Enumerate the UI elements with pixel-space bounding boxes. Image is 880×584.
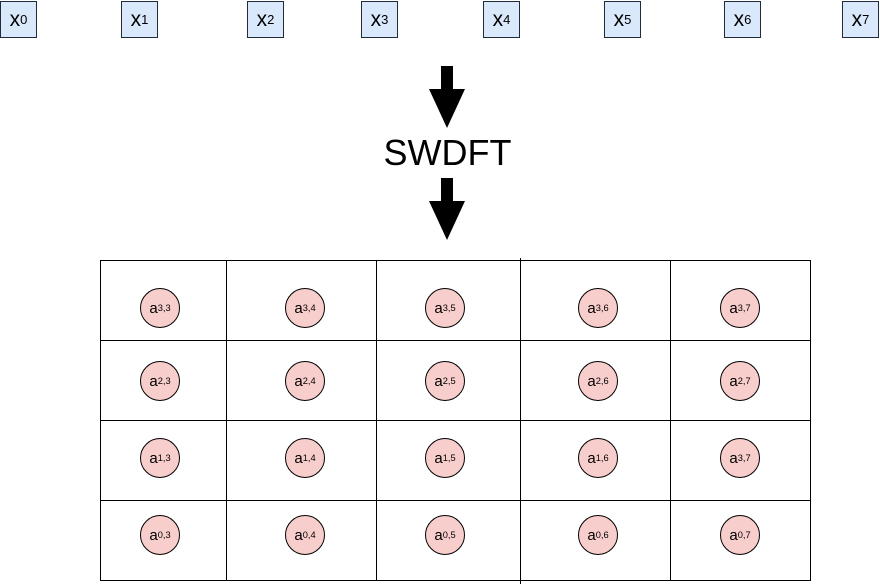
grid-line bbox=[810, 260, 811, 581]
label-base: a bbox=[294, 526, 303, 544]
label-subscript: 6 bbox=[744, 12, 752, 27]
label-subscript: 0,4 bbox=[302, 530, 316, 540]
label-subscript: 1,4 bbox=[302, 453, 316, 463]
label-base: a bbox=[149, 372, 158, 390]
label-base: a bbox=[434, 299, 443, 317]
label-subscript: 7 bbox=[862, 12, 870, 27]
label-base: a bbox=[149, 449, 158, 467]
grid-line bbox=[520, 258, 521, 584]
label-subscript: 3,7 bbox=[737, 453, 751, 463]
label-subscript: 1,3 bbox=[157, 453, 171, 463]
label-base: x bbox=[130, 7, 142, 31]
label-base: a bbox=[434, 526, 443, 544]
label-subscript: 3,4 bbox=[302, 303, 316, 313]
label-base: x bbox=[733, 7, 745, 31]
label-subscript: 2,3 bbox=[157, 376, 171, 386]
grid-line bbox=[100, 420, 811, 421]
swdft-label: SWDFT bbox=[383, 132, 512, 173]
label-subscript: 0,7 bbox=[737, 530, 751, 540]
label-base: a bbox=[729, 372, 738, 390]
label-subscript: 2,5 bbox=[442, 376, 456, 386]
label-base: a bbox=[149, 526, 158, 544]
label-subscript: 3,7 bbox=[737, 303, 751, 313]
label-base: a bbox=[294, 372, 303, 390]
label-subscript: 1,6 bbox=[595, 453, 609, 463]
label-subscript: 0 bbox=[20, 12, 28, 27]
label-subscript: 4 bbox=[503, 12, 511, 27]
label-subscript: 0,6 bbox=[595, 530, 609, 540]
grid-line bbox=[100, 500, 811, 501]
label-subscript: 2,7 bbox=[737, 376, 751, 386]
label-base: a bbox=[729, 299, 738, 317]
label-base: x bbox=[370, 7, 382, 31]
label-base: x bbox=[851, 7, 863, 31]
label-subscript: 3,6 bbox=[595, 303, 609, 313]
label-base: a bbox=[587, 299, 596, 317]
label-base: x bbox=[256, 7, 268, 31]
grid-line bbox=[100, 260, 811, 261]
grid-line bbox=[100, 340, 811, 341]
label-base: a bbox=[149, 299, 158, 317]
label-base: a bbox=[587, 449, 596, 467]
label-subscript: 2 bbox=[267, 12, 275, 27]
grid-line bbox=[376, 260, 377, 581]
grid-line bbox=[226, 260, 227, 581]
grid-line bbox=[100, 580, 811, 581]
label-subscript: 3,5 bbox=[442, 303, 456, 313]
label-base: a bbox=[434, 449, 443, 467]
arrow-down-icon bbox=[429, 66, 465, 128]
label-subscript: 2,4 bbox=[302, 376, 316, 386]
label-base: a bbox=[294, 299, 303, 317]
label-base: a bbox=[294, 449, 303, 467]
label-subscript: 0,5 bbox=[442, 530, 456, 540]
label-subscript: 1 bbox=[141, 12, 149, 27]
label-base: a bbox=[434, 372, 443, 390]
arrow-down-icon bbox=[429, 178, 465, 240]
label-subscript: 1,5 bbox=[442, 453, 456, 463]
grid-line bbox=[670, 260, 671, 581]
grid-line bbox=[100, 260, 101, 581]
label-subscript: 3,3 bbox=[157, 303, 171, 313]
label-base: a bbox=[587, 372, 596, 390]
label-subscript: 0,3 bbox=[157, 530, 171, 540]
label-base: a bbox=[729, 449, 738, 467]
label-base: x bbox=[492, 7, 504, 31]
label-base: a bbox=[729, 526, 738, 544]
label-base: x bbox=[9, 7, 21, 31]
label-base: x bbox=[613, 7, 625, 31]
label-subscript: 5 bbox=[624, 12, 632, 27]
label-base: a bbox=[587, 526, 596, 544]
label-subscript: 3 bbox=[381, 12, 389, 27]
label-subscript: 2,6 bbox=[595, 376, 609, 386]
